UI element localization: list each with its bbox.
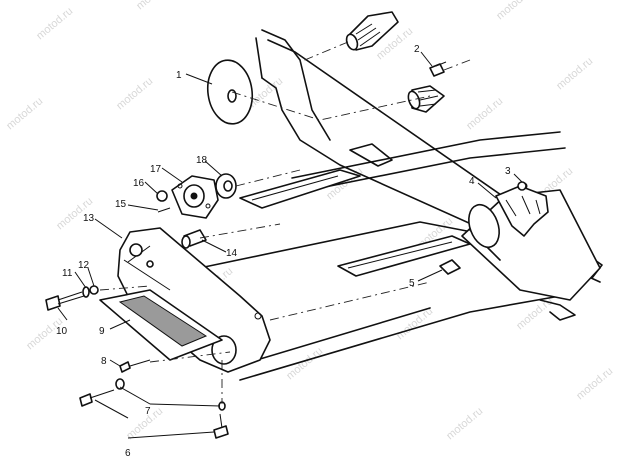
callout-10: 10 [56, 326, 68, 337]
leader-lines [57, 51, 523, 439]
callout-3: 3 [505, 166, 511, 177]
callout-11: 11 [62, 268, 73, 279]
disc-washer-1 [206, 59, 254, 125]
hub-assembly [156, 173, 237, 219]
clip-5 [439, 259, 461, 275]
callout-8: 8 [101, 356, 107, 367]
callout-14: 14 [226, 248, 238, 259]
callout-labels: 1 2 3 4 5 6 7 8 9 10 11 12 13 14 15 16 1… [56, 44, 511, 459]
alignment-lines [99, 41, 471, 404]
callout-9: 9 [99, 326, 105, 337]
fasteners-lower [45, 181, 527, 439]
chaincase-cover [99, 227, 271, 373]
frame [189, 29, 603, 381]
watermark-text: motod.ru [34, 5, 75, 42]
callout-12: 12 [78, 260, 90, 271]
callout-18: 18 [196, 155, 208, 166]
watermark-text: motod.ru [554, 55, 595, 92]
watermark-text: motod.ru [114, 75, 155, 112]
watermark-text: motod.ru [4, 95, 45, 132]
callout-6: 6 [125, 448, 131, 459]
watermark-text: motod.ru [444, 405, 485, 442]
callout-13: 13 [83, 213, 95, 224]
callout-17: 17 [150, 164, 162, 175]
callout-15: 15 [115, 199, 127, 210]
spacer-14 [181, 229, 207, 249]
watermark-text: motod.ru [134, 0, 175, 12]
watermark-text: motod.ru [284, 345, 325, 382]
bolt-2 [429, 61, 447, 77]
callout-2: 2 [414, 44, 420, 55]
watermark-text: motod.ru [494, 0, 535, 22]
watermark-text: motod.ru [464, 95, 505, 132]
watermark-text: motod.ru [574, 365, 615, 402]
splined-shafts [345, 11, 445, 113]
callout-1: 1 [176, 70, 182, 81]
guide-bracket-4 [468, 182, 549, 249]
callout-4: 4 [469, 176, 475, 187]
callout-16: 16 [133, 178, 145, 189]
callout-5: 5 [409, 278, 415, 289]
callout-7: 7 [145, 406, 151, 417]
